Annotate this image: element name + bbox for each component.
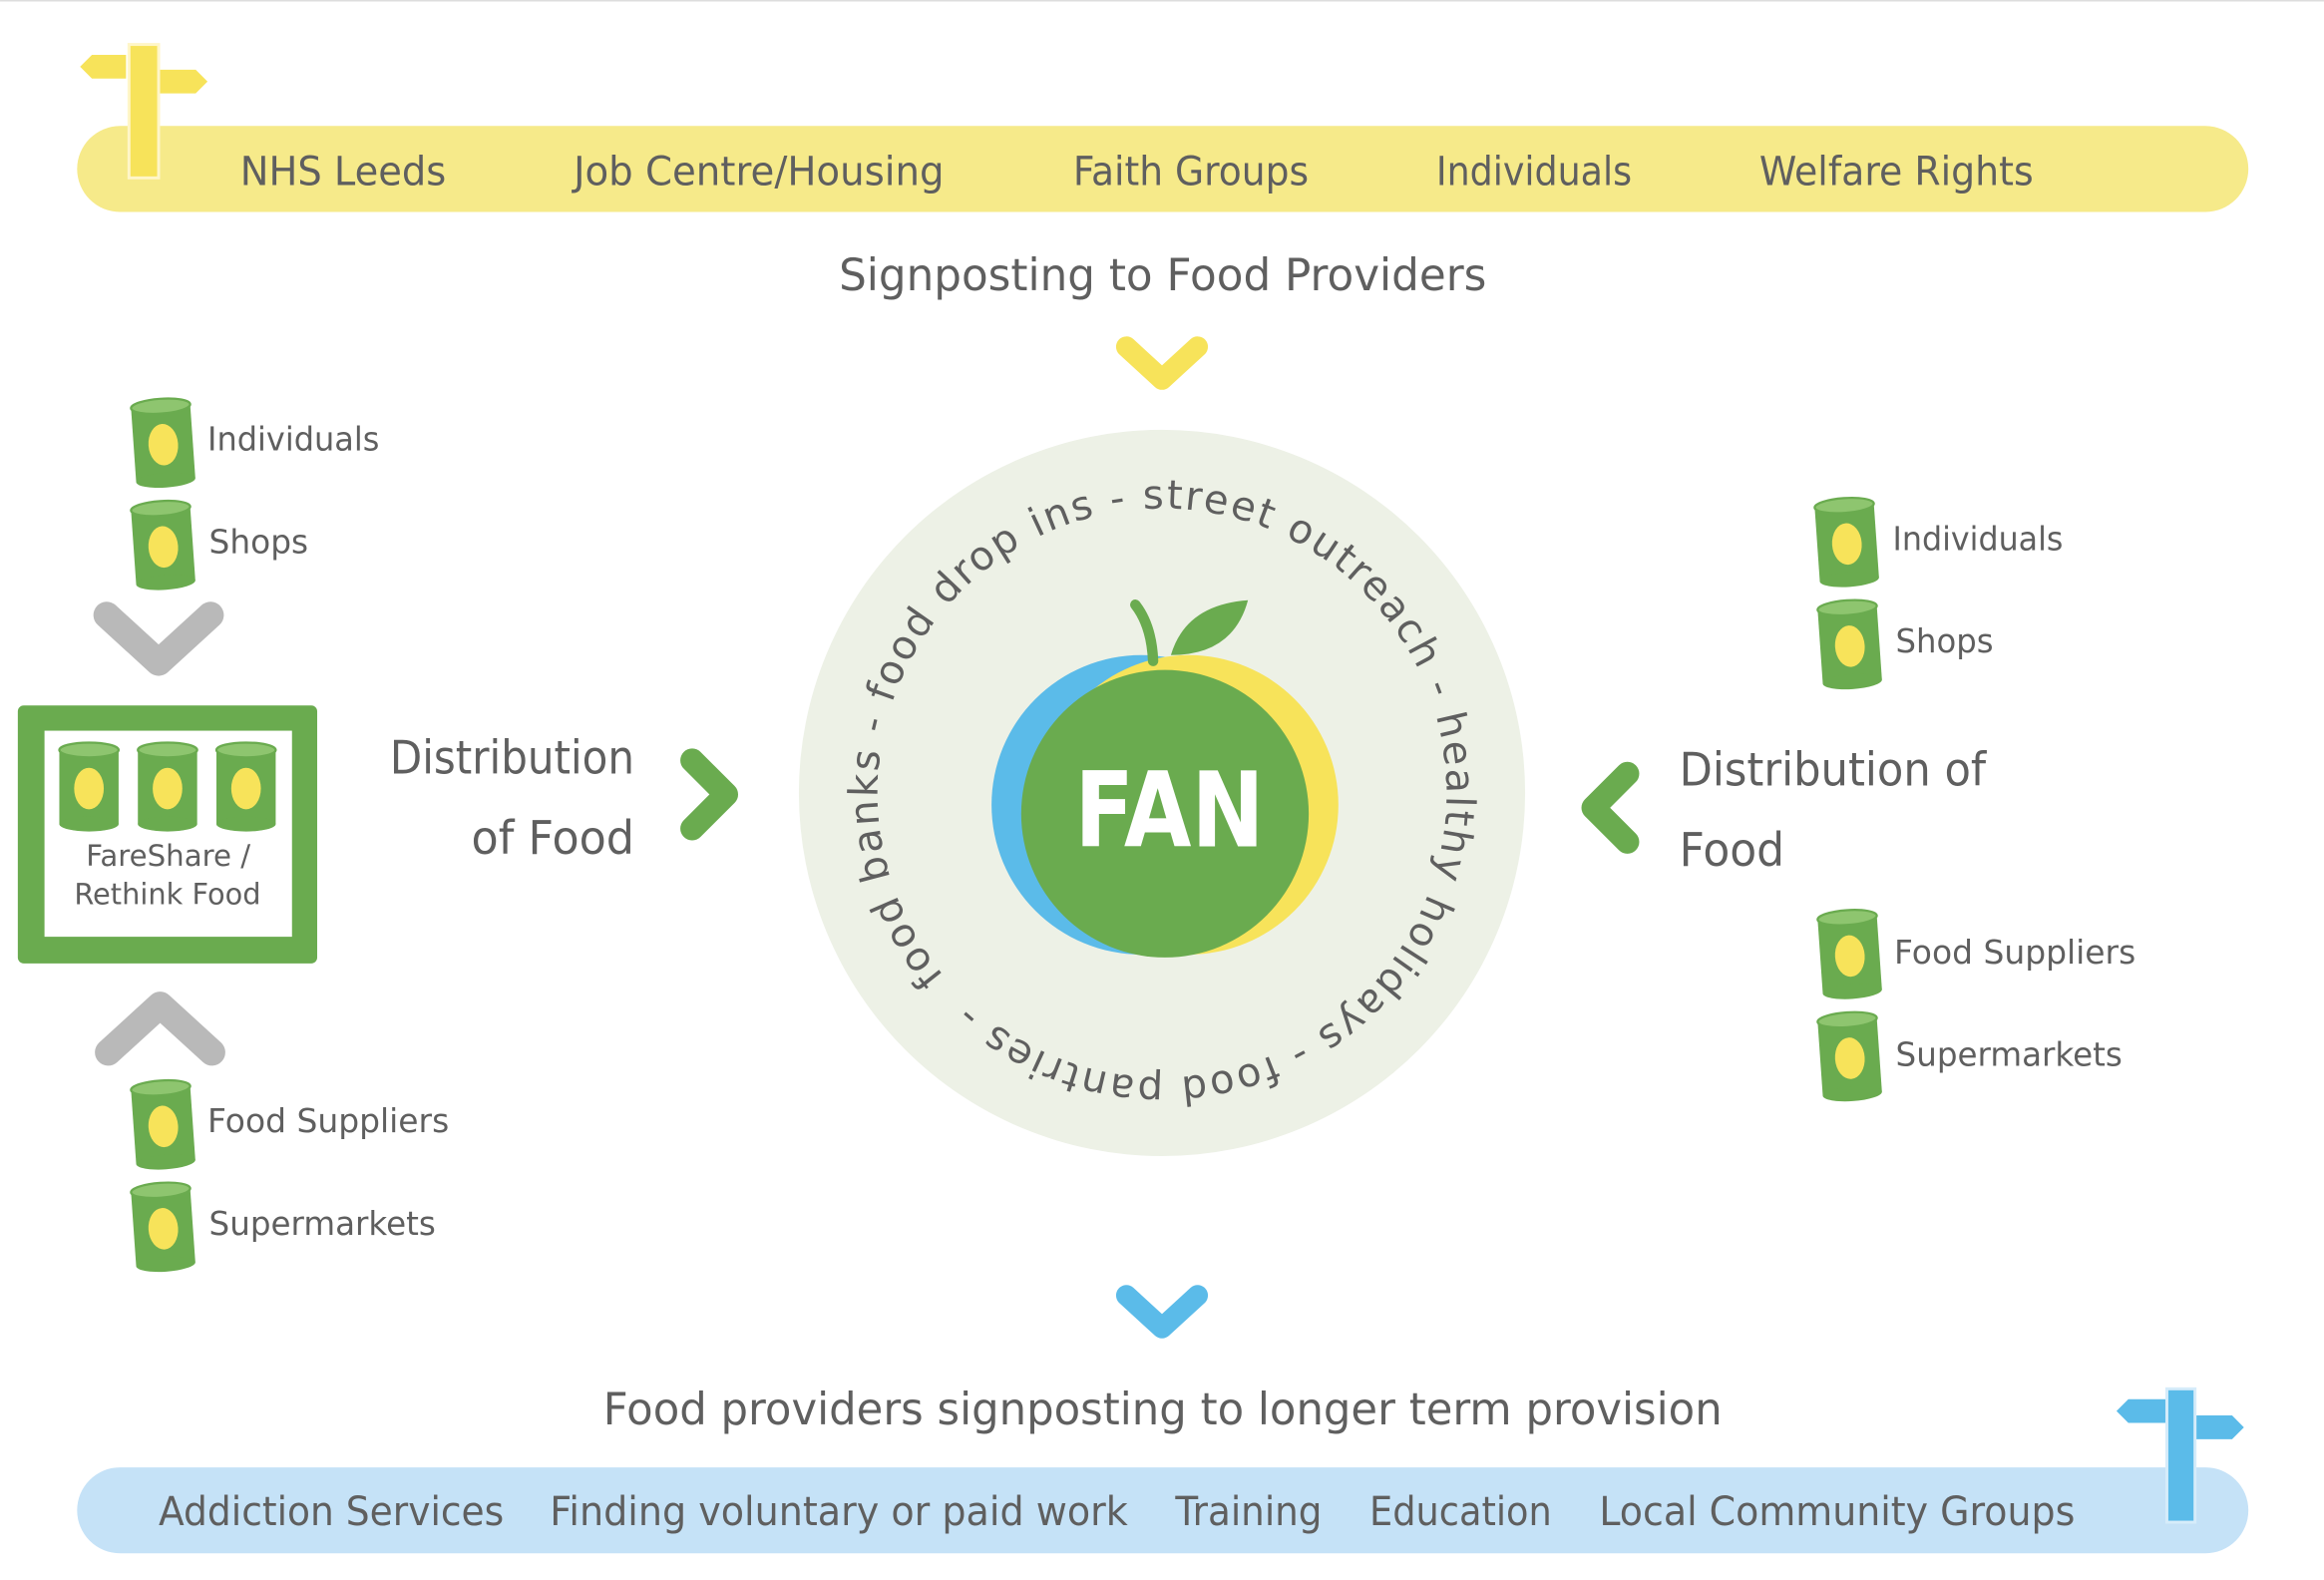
source-label: Shops: [1896, 622, 1994, 660]
source-label: Food Suppliers: [1894, 934, 2135, 972]
bottom-bar-item: Local Community Groups: [1599, 1489, 2075, 1535]
distribution-line1: Distribution of: [1680, 743, 1988, 797]
apple-stem-icon: [1130, 599, 1159, 666]
source-label: Supermarkets: [209, 1205, 436, 1243]
can-icon: [129, 1077, 197, 1173]
top-referrers-bar: [77, 126, 2249, 212]
can-icon: [1815, 1008, 1884, 1105]
hub-label-line1: FareShare /: [86, 839, 250, 874]
can-icon: [1815, 596, 1884, 693]
blue-signpost-icon: [2116, 1386, 2244, 1524]
can-icon: [214, 741, 277, 833]
top-bar-item: NHS Leeds: [240, 150, 447, 196]
can-icon: [58, 741, 121, 833]
distribution-line2: of Food: [472, 811, 634, 865]
can-icon: [1815, 907, 1884, 1002]
top-bar-item: Faith Groups: [1073, 150, 1309, 196]
green-chevron-right-icon: [680, 748, 739, 841]
distribution-line2: Food: [1680, 823, 1785, 877]
right-distribution-label: Distribution of Food: [1680, 743, 1988, 877]
signposting-heading: Signposting to Food Providers: [839, 249, 1486, 301]
yellow-signpost-icon: [80, 43, 208, 180]
bottom-heading: Food providers signposting to longer ter…: [603, 1383, 1723, 1435]
longer-term-provision-list: Addiction Services Finding voluntary or …: [159, 1489, 2075, 1535]
green-chevron-left-icon: [1581, 761, 1640, 854]
top-bar-item: Individuals: [1436, 150, 1632, 196]
right-sources-bottom: Food Suppliers Supermarkets: [1815, 907, 2135, 1105]
top-referrers-list: NHS Leeds Job Centre/Housing Faith Group…: [240, 150, 2034, 196]
longer-term-provision-bar: [77, 1467, 2249, 1554]
source-label: Individuals: [207, 421, 379, 459]
bottom-bar-item: Finding voluntary or paid work: [550, 1489, 1128, 1535]
can-icon: [137, 741, 198, 833]
grey-chevron-up-icon: [95, 991, 225, 1066]
bottom-bar-item: Training: [1174, 1489, 1322, 1535]
apple-leaf-icon: [1170, 599, 1249, 655]
can-icon: [129, 498, 197, 593]
can-icon: [1812, 495, 1881, 591]
can-icon: [129, 1179, 197, 1276]
can-icon: [129, 395, 197, 491]
left-sources-bottom: Food Suppliers Supermarkets: [129, 1077, 449, 1276]
grey-chevron-down-icon: [93, 601, 224, 676]
top-bar-item: Welfare Rights: [1759, 150, 2034, 196]
right-sources-top: Individuals Shops: [1812, 495, 2064, 693]
fareshare-hub: FareShare / Rethink Food: [17, 705, 318, 964]
left-distribution-label: Distribution of Food: [390, 731, 634, 865]
yellow-chevron-down-icon: [1115, 336, 1209, 390]
top-bar-item: Job Centre/Housing: [571, 150, 944, 196]
blue-chevron-down-icon: [1115, 1285, 1209, 1339]
bottom-bar-item: Education: [1369, 1489, 1552, 1535]
fan-logo: FAN: [991, 599, 1339, 958]
hub-label-line2: Rethink Food: [74, 877, 260, 912]
source-label: Individuals: [1893, 520, 2064, 558]
left-sources-top: Individuals Shops: [129, 395, 379, 593]
distribution-line1: Distribution: [390, 731, 634, 785]
source-label: Shops: [209, 523, 309, 561]
source-label: Food Suppliers: [207, 1102, 449, 1140]
source-label: Supermarkets: [1896, 1035, 2123, 1073]
bottom-bar-item: Addiction Services: [159, 1489, 504, 1535]
fan-logo-text: FAN: [1074, 749, 1264, 871]
